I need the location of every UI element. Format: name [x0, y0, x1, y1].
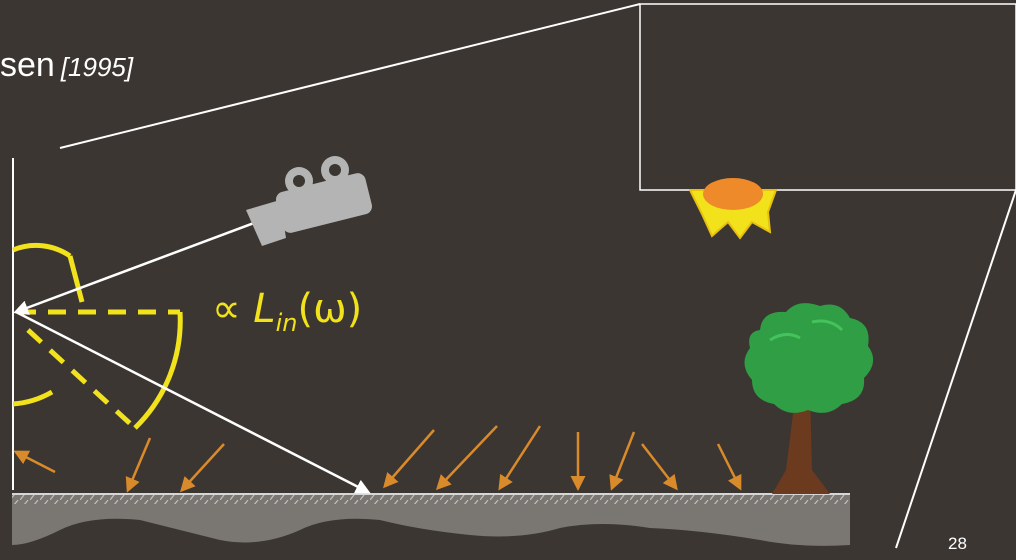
proportional-symbol: ∝ [212, 286, 241, 332]
formula-subscript: in [275, 309, 298, 337]
formula-base: L [253, 286, 276, 332]
page-number: 28 [948, 534, 967, 553]
tree-icon [744, 303, 874, 494]
camera-icon [246, 156, 373, 246]
light-arrow [179, 443, 225, 493]
solid-angle-marker [12, 242, 183, 430]
zoom-inset-box [639, 3, 1016, 191]
light-arrow [125, 437, 152, 493]
zoom-connector-line [59, 3, 641, 149]
slide-title: sen[1995] [0, 46, 133, 85]
light-arrow [383, 429, 435, 489]
light-arrow [641, 443, 678, 491]
formula-argument: (ω) [297, 286, 363, 332]
zoom-connector-line [895, 189, 1016, 549]
radiance-formula: ∝ Lin(ω) [212, 286, 362, 337]
light-arrow [609, 431, 636, 491]
incoming-light-arrows [13, 425, 742, 493]
light-arrow [716, 443, 742, 491]
title-text: sen [0, 46, 55, 84]
light-arrow [13, 450, 56, 474]
light-arrow [498, 425, 542, 491]
ground-ray [15, 310, 371, 494]
light-arrow [435, 425, 498, 491]
camera-ray [13, 218, 263, 315]
ground [12, 493, 850, 546]
sun-icon [688, 178, 778, 240]
title-year: [1995] [60, 52, 134, 82]
